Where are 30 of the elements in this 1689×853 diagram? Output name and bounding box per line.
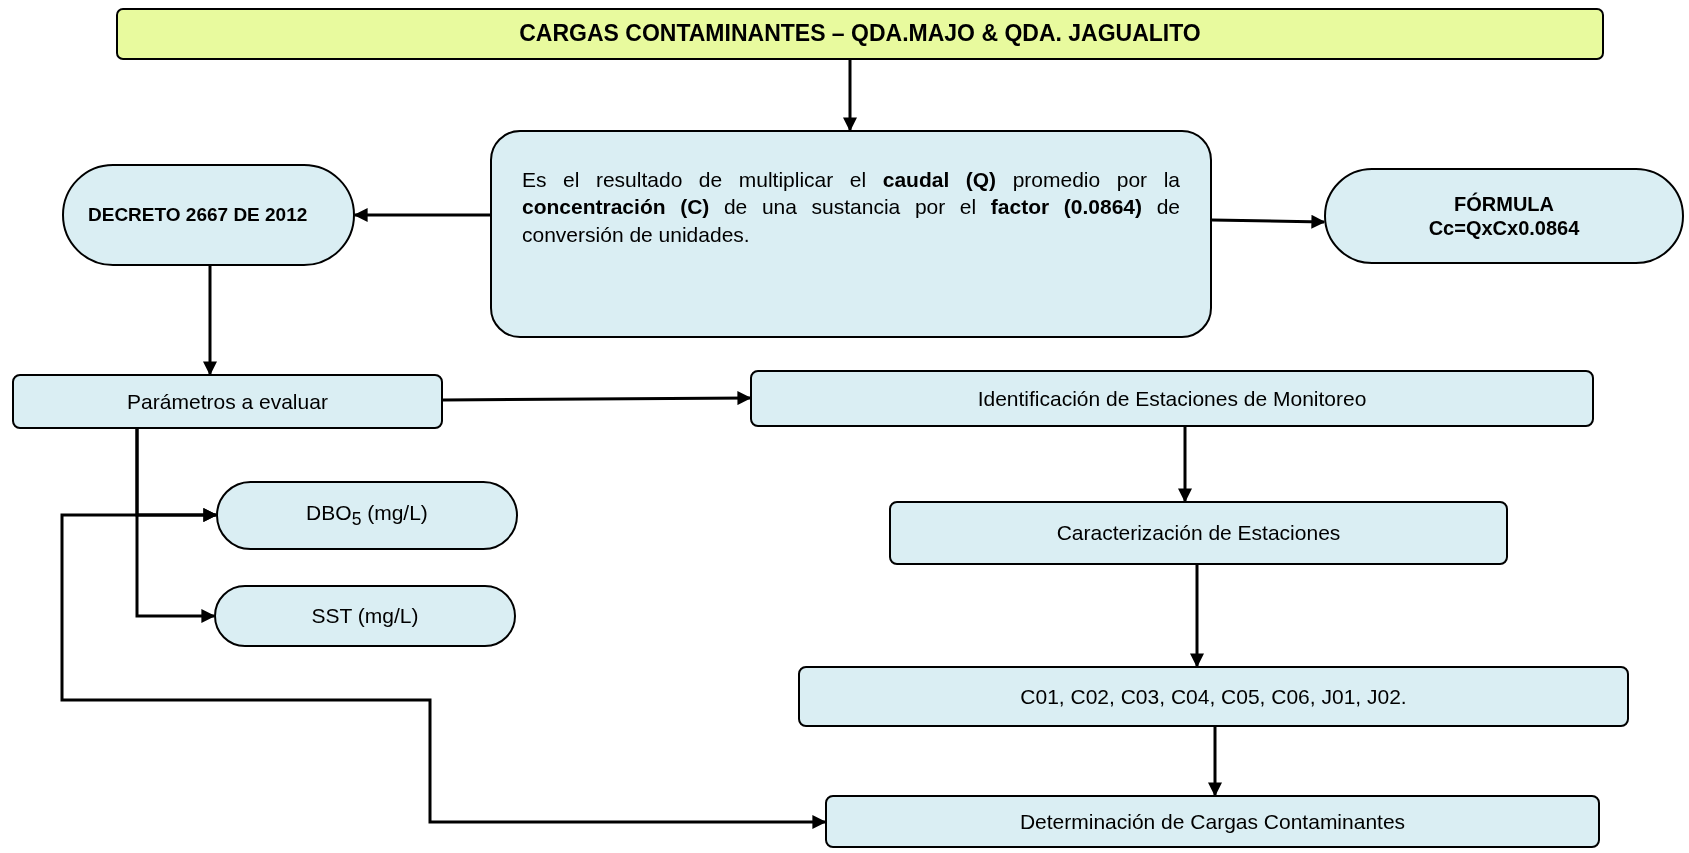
- description-box: [490, 130, 1212, 338]
- node-label: FÓRMULA: [1454, 192, 1554, 216]
- process-box: [798, 666, 1629, 727]
- process-box: [12, 374, 443, 429]
- process-box: [750, 370, 1594, 427]
- node-label: Parámetros a evaluar: [127, 388, 328, 415]
- arrow: [353, 208, 490, 222]
- node-label: SST (mg/L): [311, 603, 419, 629]
- title-box: [116, 8, 1604, 60]
- arrow: [843, 60, 857, 132]
- node-label: Cc=QxCx0.0864: [1428, 216, 1580, 240]
- process-box: [825, 795, 1600, 848]
- node-label: Determinación de Cargas Contaminantes: [1019, 808, 1406, 835]
- arrow: [60, 508, 827, 829]
- node-label: Identificación de Estaciones de Monitoreo: [977, 385, 1367, 412]
- node-label: DECRETO 2667 DE 2012: [88, 203, 309, 227]
- arrow: [443, 391, 752, 406]
- node-label: Caracterización de Estaciones: [1056, 520, 1341, 546]
- title: CARGAS CONTAMINANTES – QDA.MAJO & QDA. JAGUALITO: [519, 20, 1201, 48]
- arrow: [135, 429, 216, 623]
- arrow: [1211, 214, 1326, 229]
- arrow: [203, 266, 217, 376]
- description-text: Es el resultado de multiplicar el caudal (Q) promedio por la concentración (C) de una sustancia por el factor (0.0864) de conversión de unidades.: [522, 167, 1180, 248]
- arrow: [1208, 727, 1222, 797]
- node-label: DBO$_{5}$ (mg/L): [306, 500, 428, 531]
- process-box: [889, 501, 1508, 565]
- arrow: [1190, 565, 1204, 668]
- node-label: C01, C02, C03, C04, C05, C06, J01, J02.: [1020, 683, 1407, 710]
- terminator-shape: [214, 585, 516, 647]
- arrow: [1178, 427, 1192, 503]
